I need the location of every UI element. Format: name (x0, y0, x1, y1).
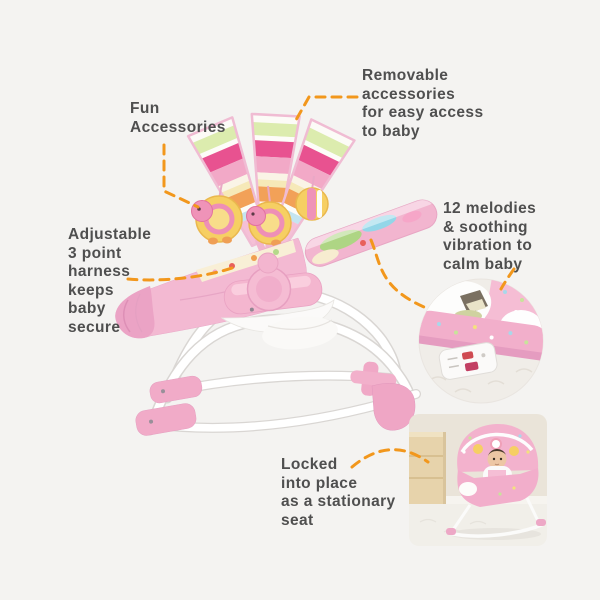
seat-pattern-band (196, 240, 296, 282)
inset-rocker-with-baby (446, 424, 546, 538)
control-panel (438, 342, 498, 380)
callout-stationary-lock: Locked into place as a stationary seat (281, 456, 396, 529)
base-kickstand (371, 383, 416, 431)
toy-bar-pivot (223, 252, 323, 315)
connector-fun-accessories (162, 143, 200, 209)
base-connector-left-lower (135, 403, 197, 436)
rocker-base (135, 361, 421, 436)
connector-melodies-product (369, 238, 426, 309)
hanging-toy-rattle (295, 187, 329, 221)
inset-furniture (409, 432, 446, 504)
callout-adjustable-harness: Adjustable 3 point harness keeps baby se… (68, 226, 152, 336)
hanging-toy-snail (191, 195, 243, 245)
callout-connectors (126, 95, 516, 469)
base-connector-left-upper (149, 375, 203, 404)
pivot-ball (257, 252, 279, 274)
hanging-toy-snail-2 (246, 201, 292, 247)
callout-melodies-vibration: 12 melodies & soothing vibration to calm… (443, 200, 537, 273)
connector-harness (126, 264, 240, 282)
melodies-closeup-inset (418, 278, 544, 404)
callout-removable-accessories: Removable accessories for easy access to… (362, 67, 484, 140)
callout-fun-accessories: Fun Accessories (130, 100, 226, 136)
connector-locked (350, 448, 430, 469)
seat-back-panel (302, 197, 438, 267)
baby-head (487, 449, 507, 469)
stationary-seat-inset (409, 414, 547, 546)
connector-melodies-text (499, 267, 516, 291)
connector-removable (294, 95, 359, 122)
hanging-toys (191, 175, 329, 247)
